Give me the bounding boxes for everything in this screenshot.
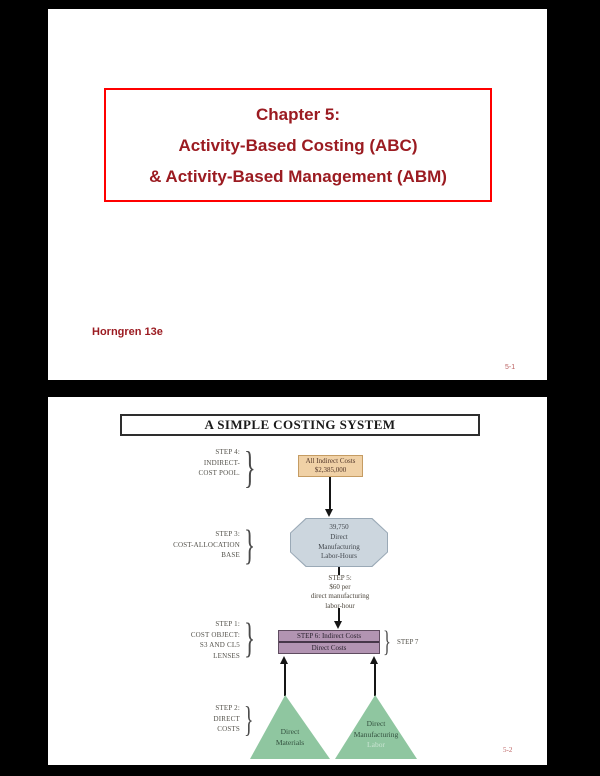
step3-label: STEP 3: COST-ALLOCATION BASE — [112, 529, 240, 561]
direct-mfg-labor-label: Direct Manufacturing Labor — [335, 719, 417, 751]
step1-brace: } — [244, 616, 256, 662]
step5-line-2: $60 per — [329, 583, 351, 592]
step2-label: STEP 2: DIRECT COSTS — [160, 703, 240, 735]
step1-label: STEP 1: COST OBJECT: S3 AND CL5 LENSES — [140, 619, 240, 661]
direct-mfg-labor-line-2: Manufacturing — [353, 729, 399, 739]
step4-label-line-3: COST POOL. — [198, 469, 240, 477]
direct-materials-line-1: Direct — [280, 727, 300, 736]
base-line-2: Direct — [330, 532, 348, 541]
pool-box-line-2: $2,385,000 — [314, 466, 347, 474]
pool-box-line-1: All Indirect Costs — [305, 457, 356, 465]
direct-mfg-labor-line-3: Labor — [367, 740, 385, 749]
step5-line-1: STEP 5: — [328, 574, 352, 582]
step1-label-line-1: STEP 1: — [215, 620, 240, 628]
base-line-3: Manufacturing — [318, 542, 360, 551]
slide2-title: A SIMPLE COSTING SYSTEM — [204, 417, 396, 432]
step4-brace: } — [244, 443, 256, 492]
slide1-page-number: 5-1 — [505, 364, 516, 371]
base-line-1: 39,750 — [329, 523, 349, 532]
step1-label-line-2: COST OBJECT: — [190, 630, 240, 639]
chapter-title-line-3: & Activity-Based Management (ABM) — [149, 166, 447, 186]
step7-brace: } — [383, 625, 391, 658]
slide2-page-number: 5-2 — [503, 746, 513, 754]
step4-label-line-2: INDIRECT- — [203, 458, 240, 467]
step2-label-line-2: DIRECT — [213, 714, 240, 723]
step4-label: STEP 4: INDIRECT- COST POOL. — [140, 447, 240, 479]
arrow-rate-to-costobject-line — [338, 608, 340, 622]
direct-materials-line-2: Materials — [275, 737, 305, 747]
slide1-footer-text: Horngren 13e — [92, 326, 163, 338]
step3-label-line-1: STEP 3: — [215, 530, 240, 538]
step3-label-line-3: BASE — [221, 551, 240, 559]
arrow-labor-up-head — [370, 656, 378, 664]
arrow-pool-to-base-head — [325, 509, 333, 517]
step2-label-line-3: COSTS — [217, 725, 240, 733]
arrow-base-to-rate-stub — [338, 567, 340, 575]
arrow-labor-up-line — [374, 664, 376, 696]
chapter-title-line-2: Activity-Based Costing (ABC) — [178, 135, 418, 155]
step3-label-line-2: COST-ALLOCATION — [173, 540, 240, 549]
cost-allocation-base-shape: 39,750 Direct Manufacturing Labor-Hours — [290, 518, 388, 567]
step2-label-line-1: STEP 2: — [215, 704, 240, 712]
arrow-materials-up-line — [284, 664, 286, 696]
step5-rate-label: STEP 5: $60 per direct manufacturing lab… — [280, 574, 400, 611]
step7-label: STEP 7 — [397, 638, 419, 646]
step5-line-3: direct manufacturing — [310, 592, 370, 601]
cost-object-box: STEP 6: Indirect Costs Direct Costs — [278, 630, 380, 654]
chapter-title-box: Chapter 5: Activity-Based Costing (ABC) … — [104, 88, 492, 202]
arrow-pool-to-base-line — [329, 477, 331, 510]
step4-label-line-1: STEP 4: — [215, 448, 240, 456]
step5-line-4: labor-hour — [325, 601, 355, 610]
cost-object-direct-row: Direct Costs — [311, 644, 347, 652]
slide2-title-box: A SIMPLE COSTING SYSTEM — [120, 414, 480, 436]
step1-label-line-4: LENSES — [213, 651, 240, 660]
slide-1: Chapter 5: Activity-Based Costing (ABC) … — [48, 9, 547, 380]
step2-brace: } — [244, 699, 254, 739]
chapter-title-line-1: Chapter 5: — [255, 104, 341, 124]
direct-mfg-labor-line-1: Direct — [366, 719, 386, 728]
cost-object-indirect-row: STEP 6: Indirect Costs — [296, 632, 362, 640]
cost-allocation-base-inner: 39,750 Direct Manufacturing Labor-Hours — [291, 519, 387, 566]
all-indirect-costs-box: All Indirect Costs $2,385,000 — [298, 455, 363, 477]
arrow-rate-to-costobject-head — [334, 621, 342, 629]
direct-materials-label: Direct Materials — [250, 727, 330, 748]
arrow-materials-up-head — [280, 656, 288, 664]
step3-brace: } — [244, 523, 256, 569]
slide-2: A SIMPLE COSTING SYSTEM STEP 4: INDIRECT… — [48, 397, 547, 765]
base-line-4: Labor-Hours — [320, 552, 357, 561]
cost-object-divider — [279, 641, 379, 643]
step1-label-line-3: S3 AND CL5 — [199, 641, 240, 649]
